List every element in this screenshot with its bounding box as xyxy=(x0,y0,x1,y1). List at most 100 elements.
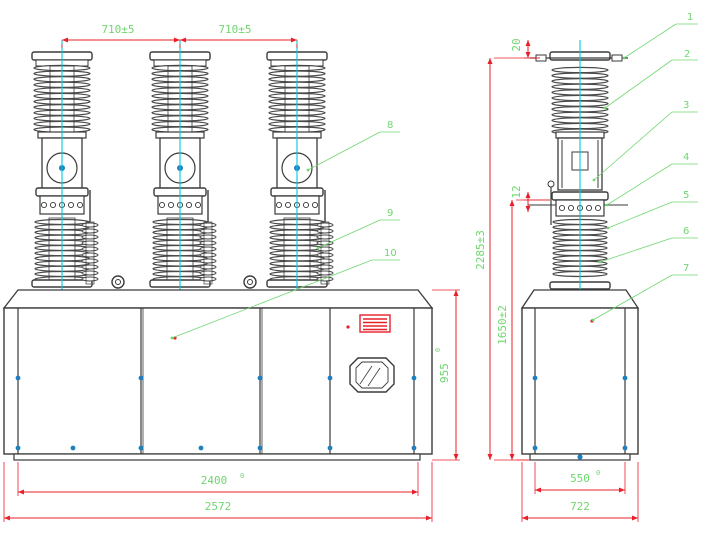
dim-pitch-2: 710±5 xyxy=(218,23,251,36)
dim-flange-gap: 12 xyxy=(510,185,523,198)
panel-bolt xyxy=(622,445,628,451)
pole xyxy=(266,40,334,292)
small-shed xyxy=(199,264,217,270)
callout-leader xyxy=(317,219,381,249)
bolt-head xyxy=(585,204,593,212)
callout-dot xyxy=(592,178,596,182)
small-shed xyxy=(81,240,99,246)
small-shed xyxy=(81,252,99,258)
callout-6: 6 xyxy=(683,226,689,237)
panel-bolt xyxy=(257,445,263,451)
small-shed xyxy=(81,228,99,234)
side-view xyxy=(520,40,640,461)
dim-base-height: 1650±2 xyxy=(496,305,509,345)
callout-4: 4 xyxy=(683,152,689,163)
dimension-arrow xyxy=(426,515,432,521)
small-shed xyxy=(199,270,217,276)
panel-bolt xyxy=(15,375,21,381)
dimension-arrow xyxy=(522,515,528,521)
dimension-arrow xyxy=(509,200,515,206)
dimension-arrow xyxy=(525,192,531,198)
operating-lever xyxy=(547,180,555,188)
dimension-arrow xyxy=(412,489,418,495)
bolt-head xyxy=(567,204,575,212)
bolt-head xyxy=(594,204,602,212)
callout-2: 2 xyxy=(684,49,690,60)
callout-dot xyxy=(316,246,320,250)
callout-leader xyxy=(623,23,677,59)
small-shed xyxy=(199,240,217,246)
small-shed xyxy=(81,258,99,264)
panel-bolt xyxy=(532,375,538,381)
panel-bolt xyxy=(622,375,628,381)
dim-mount-width-tol: 0 xyxy=(240,472,244,480)
callout-leader xyxy=(592,274,673,321)
callout-3: 3 xyxy=(683,100,689,111)
terminal-lug xyxy=(611,54,623,62)
dimension-arrow xyxy=(453,454,459,460)
callout-8: 8 xyxy=(387,120,393,131)
small-shed xyxy=(81,270,99,276)
panel-bolt xyxy=(138,445,144,451)
callout-leader xyxy=(307,131,381,171)
callout-10: 10 xyxy=(384,248,397,259)
small-shed xyxy=(316,234,334,240)
callout-7: 7 xyxy=(683,263,689,274)
callout-dot xyxy=(603,106,607,110)
dimension-arrow xyxy=(487,454,493,460)
dimension-arrow xyxy=(525,52,531,58)
dim-side-mount-tol: 0 xyxy=(596,469,600,477)
callout-9: 9 xyxy=(387,208,393,219)
mounting-rail xyxy=(13,453,421,461)
bolt-head xyxy=(311,201,319,209)
small-insulator xyxy=(203,221,213,285)
panel-bolt xyxy=(70,445,76,451)
callout-1: 1 xyxy=(687,12,693,23)
dim-tank-height-tol: 0 xyxy=(434,348,442,352)
pole xyxy=(31,40,99,292)
panel-bolt xyxy=(411,375,417,381)
dimension-arrow xyxy=(62,37,68,43)
small-shed xyxy=(316,252,334,258)
small-shed xyxy=(199,252,217,258)
bolt-head xyxy=(284,201,292,209)
small-shed xyxy=(199,222,217,228)
small-shed xyxy=(81,234,99,240)
drain-plug xyxy=(577,454,583,460)
callout-dot xyxy=(622,56,626,60)
small-shed xyxy=(199,276,217,282)
side-tank-roof xyxy=(520,289,640,309)
panel-bolt xyxy=(198,445,204,451)
panel-bolt xyxy=(327,375,333,381)
dimension-arrow xyxy=(525,206,531,212)
sight-glass-reflection xyxy=(359,365,373,385)
callout-leader xyxy=(607,201,673,229)
dim-side-mount-width: 550 xyxy=(570,472,590,485)
dimension-arrow xyxy=(619,487,625,493)
dim-tank-height: 955 xyxy=(438,363,451,383)
dimension-arrow xyxy=(525,40,531,46)
panel-bolt xyxy=(257,375,263,381)
callout-dot xyxy=(605,203,609,207)
dim-pitch-1: 710±5 xyxy=(101,23,134,36)
small-shed xyxy=(81,222,99,228)
bolt-head xyxy=(167,201,175,209)
dimension-arrow xyxy=(487,58,493,64)
callout-leader xyxy=(171,259,373,339)
lifting-eye-inner xyxy=(247,279,253,285)
small-shed xyxy=(316,264,334,270)
dim-side-overall-width: 722 xyxy=(570,500,590,513)
dimension-arrow xyxy=(18,489,24,495)
dimension-arrow xyxy=(453,290,459,296)
small-shed xyxy=(81,276,99,282)
small-shed xyxy=(81,246,99,252)
callout-dot xyxy=(598,260,602,264)
panel-bolt xyxy=(411,445,417,451)
bolt-head xyxy=(158,201,166,209)
panel-bolt xyxy=(15,445,21,451)
dimension-arrow xyxy=(291,37,297,43)
bolt-head xyxy=(194,201,202,209)
bolt-head xyxy=(40,201,48,209)
